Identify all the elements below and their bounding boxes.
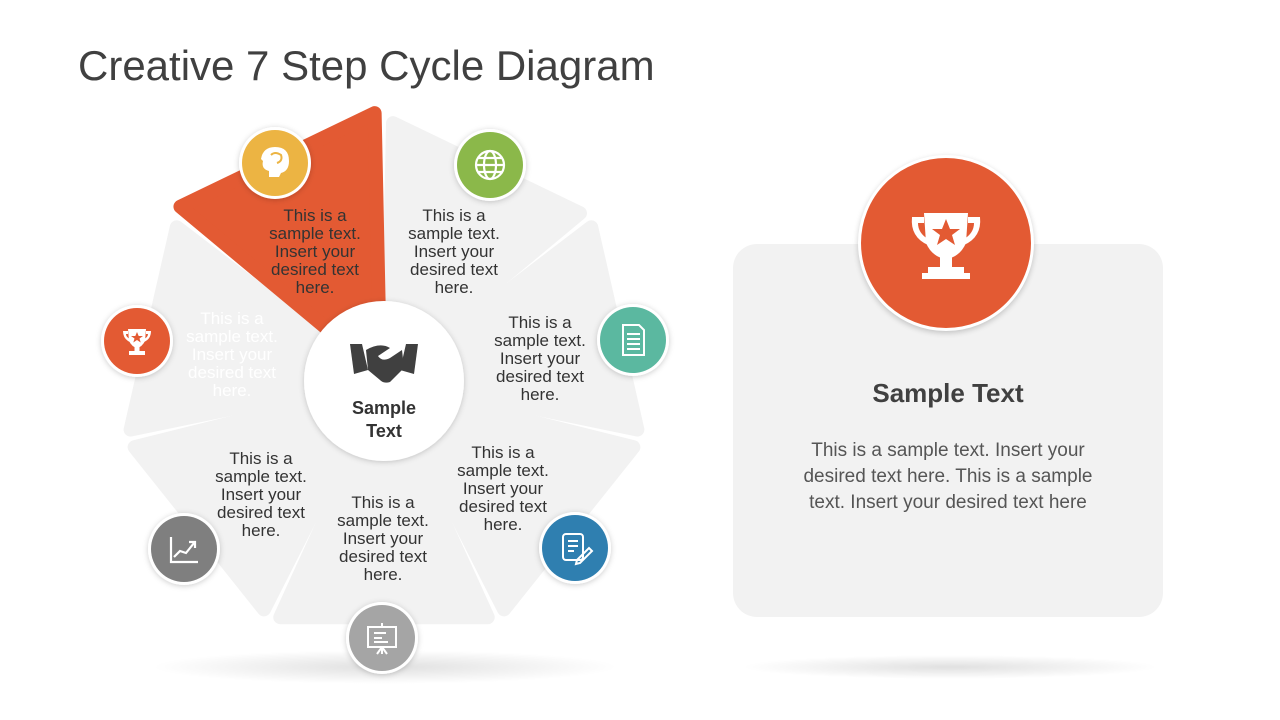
segment-text: This is a sample text. Insert your desir… [186,309,278,400]
panel-shadow [740,655,1160,679]
panel-body: This is a sample text. Insert your desir… [803,440,1093,513]
presentation-board-icon [346,602,418,674]
panel-title: Sample Text [872,378,1024,408]
panel-icon-circle [858,155,1034,331]
trophy-icon [101,305,173,377]
handshake-icon [350,344,418,383]
segment-text: This is a sample text. Insert your desir… [215,449,307,540]
segment-text: This is a sample text. Insert your desir… [269,206,361,297]
growth-chart-icon [148,513,220,585]
document-icon [597,304,669,376]
segment-text: This is a sample text. Insert your desir… [494,313,586,404]
center-label: Sample Text [351,398,417,441]
globe-icon [454,129,526,201]
trophy-icon [911,213,981,279]
segment-text: This is a sample text. Insert your desir… [408,206,500,297]
segment-text: This is a sample text. Insert your desir… [337,493,429,584]
segment-text: This is a sample text. Insert your desir… [457,443,549,534]
edit-document-icon [539,512,611,584]
slide-title: Creative 7 Step Cycle Diagram [78,42,655,89]
head-brain-icon [239,127,311,199]
